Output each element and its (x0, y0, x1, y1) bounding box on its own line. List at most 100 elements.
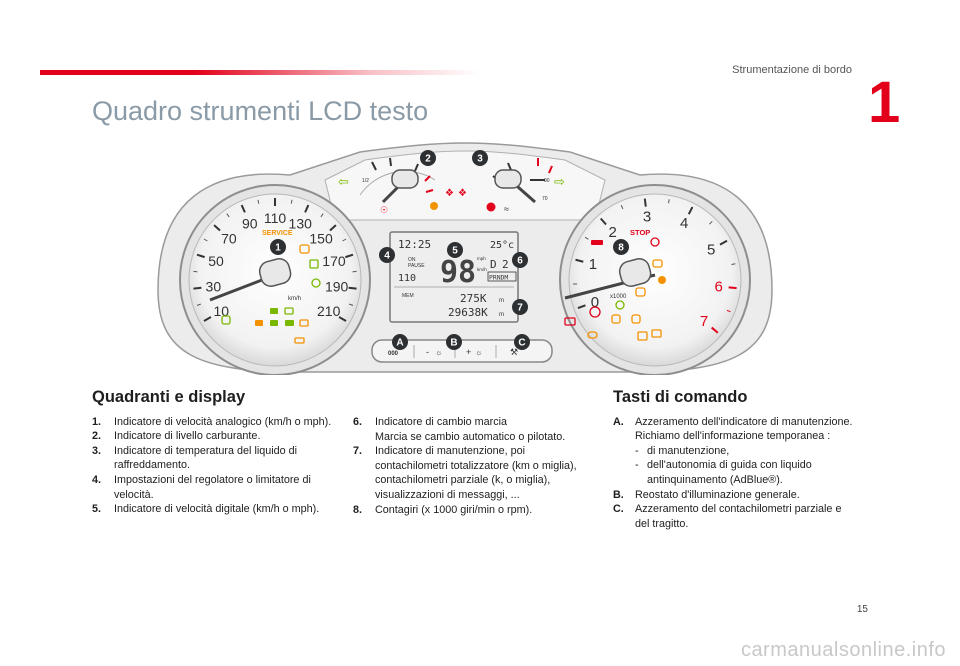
coolant-icon: ≈ (504, 204, 509, 214)
wrench-icon: ⚒ (510, 347, 518, 357)
callout-label: B (450, 338, 457, 349)
heading-controls: Tasti di comando (613, 388, 748, 406)
control-button-panel (371, 339, 553, 363)
dial-minor-tick (342, 238, 347, 242)
callout-2 (420, 150, 436, 166)
speedometer-warning-lights (221, 244, 321, 344)
list-item: 2.Indicatore di livello carburante. (92, 430, 261, 443)
temp-label-90: 90 (544, 178, 550, 184)
callout-c (514, 334, 530, 350)
dial-tick (711, 326, 719, 334)
callout-3 (472, 150, 488, 166)
dial-label: 210 (317, 303, 341, 319)
seatbelt-icon-2: ❖ (458, 188, 467, 199)
callout-7 (512, 299, 528, 315)
callout-8 (613, 239, 629, 255)
speedometer-hub (258, 258, 292, 287)
tachometer-hub (618, 258, 652, 287)
chapter-number: 1 (868, 70, 901, 135)
list-item: 7. Indicatore di manutenzione, poi conta… (353, 445, 577, 501)
lcd-kmh: km/h (477, 267, 487, 272)
list-item: 8. Contagiri (x 1000 giri/min o rpm). (353, 503, 533, 516)
brightness-icon-minus: ☼ (435, 348, 442, 357)
lcd-limit: 110 (398, 273, 416, 284)
dial-label: 5 (707, 241, 715, 258)
list-item: C. Azzeramento del contachilometri parzi… (613, 503, 842, 530)
button-b-plus-label: + (466, 347, 471, 357)
dial-minor-tick (290, 199, 293, 204)
lcd-pause: PAUSE (408, 263, 425, 269)
dial-label: 2 (608, 224, 616, 241)
page-number: 15 (856, 604, 868, 615)
section-name: Strumentazione di bordo (732, 64, 852, 76)
callout-5 (447, 242, 463, 258)
seatbelt-icon-1: ❖ (445, 188, 454, 199)
dial-tick (728, 286, 737, 290)
list-item: 5.Indicatore di velocità digitale (km/h … (92, 503, 320, 516)
coolant-light (486, 202, 496, 212)
dial-tick (196, 253, 205, 259)
dial-label: 7 (700, 313, 708, 330)
column-controls: Tasti di comando A. Azzeramento dell'ind… (613, 388, 858, 531)
dial-label: 170 (322, 253, 346, 269)
column-gauges: Quadranti e display 1.Indicatore di velo… (92, 388, 332, 517)
dial-tick (345, 253, 354, 259)
callout-a (392, 334, 408, 350)
lcd-gear: D (490, 258, 497, 271)
dial-tick (719, 239, 728, 246)
dial-tick (338, 316, 347, 322)
dial-tick (687, 206, 694, 215)
callout-label: 2 (425, 154, 431, 165)
dial-tick (240, 204, 246, 213)
button-a-odo-label: 000 (388, 351, 399, 357)
list-item: 3.Indicatore di temperatura del liquido … (92, 444, 298, 472)
dial-minor-tick (257, 199, 260, 204)
dial-tick (203, 316, 212, 322)
dial-label: 10 (214, 303, 230, 319)
tachometer-ticks (573, 198, 737, 334)
callout-label: 1 (275, 243, 281, 254)
dial-tick (304, 204, 310, 213)
dial-tick (575, 258, 584, 263)
page-title: Quadro strumenti LCD testo (92, 96, 429, 126)
dial-label: 6 (715, 278, 723, 295)
lcd-outside-temp: 25°c (490, 240, 514, 251)
dial-tick (329, 224, 337, 232)
callout-label: 3 (477, 154, 483, 165)
fuel-hub (391, 169, 419, 189)
arrow-right-icon: ⇨ (554, 174, 565, 189)
callout-4 (379, 247, 395, 263)
dial-tick (599, 217, 607, 226)
callout-b (446, 334, 462, 350)
lcd-on: ON (408, 257, 416, 263)
tachometer-dial (568, 193, 742, 367)
button-b-minus-label: - (426, 347, 429, 357)
sub-item: -dell'autonomia di guida con liquido ant… (635, 459, 812, 486)
dial-tick (213, 224, 221, 232)
lcd-odometer: 29638K (448, 306, 488, 319)
callout-label: C (518, 338, 525, 349)
fuel-half-label: 1/2 (362, 178, 369, 184)
dial-minor-tick (709, 220, 713, 225)
dial-minor-tick (731, 263, 736, 266)
dial-label: 150 (309, 231, 333, 247)
dial-minor-tick (726, 309, 731, 313)
lcd-trip: 275K (460, 292, 487, 305)
tachometer-warning-lights (564, 237, 666, 341)
callout-label: 8 (618, 243, 624, 254)
heading-gauges: Quadranti e display (92, 388, 246, 406)
dial-tick (348, 286, 357, 290)
lcd-gear-number: 2 (502, 258, 509, 271)
lcd-gear-row-box (487, 271, 517, 282)
speedometer-unit: km/h (288, 296, 301, 302)
dial-label: 4 (680, 215, 688, 232)
fuel-gauge-ticks (371, 157, 434, 193)
dial-label: 90 (242, 215, 258, 231)
callout-label: A (396, 338, 403, 349)
arrow-left-icon: ⇦ (338, 174, 349, 189)
list-item: A. Azzeramento dell'indicatore di manute… (613, 415, 858, 488)
service-label: SERVICE (262, 230, 293, 237)
dial-minor-tick (349, 303, 354, 306)
